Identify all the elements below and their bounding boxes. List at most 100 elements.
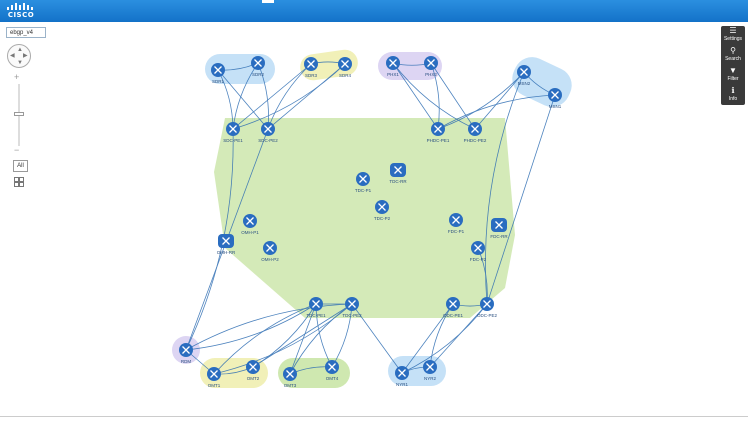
node-TDC-P2[interactable]: TDC-P2 [374, 200, 391, 221]
fit-view-icon[interactable] [14, 177, 24, 187]
router-arrows-icon [222, 237, 230, 245]
router-arrows-icon [266, 244, 274, 252]
node-FDC-P2[interactable]: FDC-P2 [470, 241, 487, 262]
node-label: SDR2 [252, 72, 265, 77]
node-ODC-PE2[interactable]: ODC-PE2 [477, 297, 498, 318]
zoom-out-icon[interactable]: − [14, 145, 20, 155]
router-arrows-icon [551, 91, 559, 99]
node-FDC-P1[interactable]: FDC-P1 [448, 213, 465, 234]
node-label: SDC-PE2 [258, 138, 278, 143]
router-arrows-icon [348, 300, 356, 308]
node-TDC-P1[interactable]: TDC-P1 [355, 172, 372, 193]
node-MSN1[interactable]: MSN1 [548, 88, 562, 109]
link-SDR3-SDC-PE2[interactable] [267, 63, 312, 130]
node-PHX1[interactable]: PHX1 [386, 56, 400, 77]
info-label: Info [728, 96, 738, 102]
info-button[interactable]: ℹ Info [721, 86, 745, 105]
link-TDC-PE2-OMT2[interactable] [252, 303, 353, 368]
router-arrows-icon [249, 363, 257, 371]
router-arrows-icon [471, 125, 479, 133]
node-label: TDC-PE2 [342, 313, 362, 318]
link-PHX2-PHDC-PE2[interactable] [430, 62, 476, 130]
router-arrows-icon [312, 300, 320, 308]
settings-label: Settings [723, 36, 743, 42]
node-OMT1[interactable]: OMT1 [207, 367, 221, 388]
pan-up-icon[interactable]: ▲ [17, 47, 23, 53]
link-TDC-PE2-OMT3[interactable] [289, 303, 353, 375]
node-PHDC-PE2[interactable]: PHDC-PE2 [464, 122, 487, 143]
node-TDC-PE1[interactable]: TDC-PE1 [306, 297, 326, 318]
node-MSN2[interactable]: MSN2 [517, 65, 531, 86]
link-SDR1-SDC-PE2[interactable] [217, 69, 269, 130]
node-NYR2[interactable]: NYR2 [423, 360, 437, 381]
link-RDM-TDC-PE2[interactable] [185, 303, 353, 351]
router-arrows-icon [449, 300, 457, 308]
router-arrows-icon [182, 346, 190, 354]
link-TDC-PE1-OMT1[interactable] [213, 303, 317, 375]
node-SDC-PE1[interactable]: SDC-PE1 [223, 122, 243, 143]
node-SDC-PE2[interactable]: SDC-PE2 [258, 122, 278, 143]
node-FDC-RR[interactable]: FDC-RR [490, 218, 508, 239]
node-ODC-PE1[interactable]: ODC-PE1 [443, 297, 464, 318]
node-SDR1[interactable]: SDR1 [211, 63, 225, 84]
filter-button[interactable]: ▼ Filter [721, 66, 745, 85]
link-MSN1-ODC-PE2[interactable] [486, 94, 556, 305]
router-arrows-icon [398, 369, 406, 377]
link-SDR3-SDC-PE1[interactable] [232, 63, 312, 130]
link-ODC-PE1-NYR1[interactable] [401, 303, 454, 374]
node-PHX2[interactable]: PHX2 [424, 56, 438, 77]
router-arrows-icon [483, 300, 491, 308]
node-label: MSN2 [518, 81, 531, 86]
link-SDR4-SDC-PE2[interactable] [267, 63, 346, 130]
node-label: OMH-P1 [241, 230, 259, 235]
link-MSN1-PHDC-PE1[interactable] [437, 94, 556, 130]
link-SDR4-SDC-PE1[interactable] [232, 63, 346, 130]
search-icon: ⚲ [730, 46, 736, 55]
node-TDC-PE2[interactable]: TDC-PE2 [342, 297, 362, 318]
link-TDC-PE2-NYR1[interactable] [351, 303, 403, 374]
zoom-in-icon[interactable]: + [14, 72, 20, 82]
node-OMT2[interactable]: OMT2 [246, 360, 260, 381]
pan-right-icon[interactable]: ▶ [23, 53, 28, 59]
node-OMH-P2[interactable]: OMH-P2 [261, 241, 279, 262]
router-arrows-icon [286, 370, 294, 378]
node-label: OMH-RR [217, 250, 236, 255]
router-arrows-icon [426, 363, 434, 371]
node-label: PHDC-PE1 [427, 138, 450, 143]
link-RDM-TDC-PE1[interactable] [185, 303, 317, 351]
node-RDM[interactable]: RDM [179, 343, 193, 364]
search-button[interactable]: ⚲ Search [721, 46, 745, 65]
link-PHX1-PHDC-PE2[interactable] [392, 62, 476, 130]
node-label: RDM [181, 359, 191, 364]
link-MSN2-PHDC-PE1[interactable] [437, 71, 525, 130]
node-SDR3[interactable]: SDR3 [304, 57, 318, 78]
router-arrows-icon [341, 60, 349, 68]
show-all-button[interactable]: All [13, 160, 28, 172]
zoom-slider-thumb[interactable] [14, 112, 24, 116]
core-region [214, 118, 515, 318]
pan-down-icon[interactable]: ▼ [17, 60, 23, 66]
node-OMH-P1[interactable]: OMH-P1 [241, 214, 259, 235]
link-PHX1-PHDC-PE1[interactable] [392, 62, 439, 130]
node-NYR1[interactable]: NYR1 [395, 366, 409, 387]
link-ODC-PE2-NYR2[interactable] [429, 303, 488, 368]
pan-control[interactable]: ▲ ▼ ◀ ▶ [7, 44, 31, 68]
node-TDC-RR[interactable]: TDC-RR [389, 163, 407, 184]
node-OMH-RR[interactable]: OMH-RR [217, 234, 236, 255]
topology-selector[interactable]: ebgp_v4 [6, 27, 46, 38]
link-ODC-PE2-NYR1[interactable] [401, 303, 488, 374]
node-SDR2[interactable]: SDR2 [251, 56, 265, 77]
node-label: SDC-PE1 [223, 138, 243, 143]
node-PHDC-PE1[interactable]: PHDC-PE1 [427, 122, 450, 143]
info-icon: ℹ [731, 86, 735, 95]
router-arrows-icon [307, 60, 315, 68]
pan-left-icon[interactable]: ◀ [10, 53, 15, 59]
node-label: PHDC-PE2 [464, 138, 487, 143]
node-label: OMT3 [284, 383, 297, 388]
node-SDR4[interactable]: SDR4 [338, 57, 352, 78]
settings-button[interactable]: ☰ Settings [721, 26, 745, 45]
node-OMT4[interactable]: OMT4 [325, 360, 339, 381]
node-OMT3[interactable]: OMT3 [283, 367, 297, 388]
router-arrows-icon [474, 244, 482, 252]
